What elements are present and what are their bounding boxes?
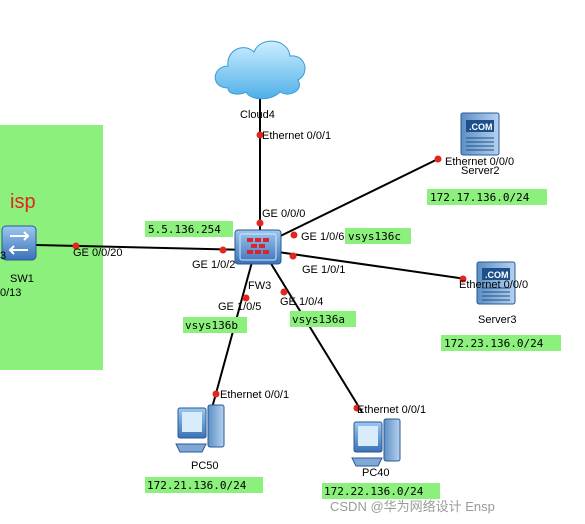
firewall-icon[interactable] bbox=[234, 229, 282, 265]
server3-badge: .COM bbox=[485, 270, 509, 280]
port-dot bbox=[256, 219, 264, 227]
link-sw-fw bbox=[35, 244, 251, 251]
switch-icon[interactable] bbox=[1, 225, 37, 261]
port-label-fw-ge000: GE 0/0/0 bbox=[262, 208, 305, 220]
port-dot bbox=[434, 155, 442, 163]
port-label-server3: Ethernet 0/0/0 bbox=[459, 279, 528, 291]
link-fw-server3 bbox=[263, 249, 467, 280]
port-dot bbox=[256, 131, 264, 139]
tag-net-server2: 172.17.136.0/24 bbox=[427, 189, 547, 205]
tag-net-server2-text: 172.17.136.0/24 bbox=[430, 191, 530, 204]
tag-vsys-b: vsys136b bbox=[183, 317, 247, 333]
port-dot bbox=[242, 294, 250, 302]
watermark: CSDN @华为网络设计 Ensp bbox=[330, 499, 495, 514]
server3-icon[interactable]: .COM bbox=[476, 261, 516, 305]
switch-label: SW1 bbox=[10, 273, 34, 285]
port-dot bbox=[219, 246, 227, 254]
tag-ip-fw-text: 5.5.136.254 bbox=[148, 223, 221, 236]
port-label-sw-ge0020: GE 0/0/20 bbox=[73, 247, 123, 259]
link-fw-server2 bbox=[263, 157, 441, 245]
cloud-label: Cloud4 bbox=[240, 109, 275, 121]
tag-vsys-c: vsys136c bbox=[345, 228, 411, 244]
pc40-icon[interactable] bbox=[351, 418, 401, 467]
port-dot bbox=[212, 390, 220, 398]
port-label-fw-ge101: GE 1/0/1 bbox=[302, 264, 345, 276]
link-fw-pc50 bbox=[211, 261, 253, 409]
tag-net-pc50-text: 172.21.136.0/24 bbox=[147, 479, 247, 492]
port-dot bbox=[459, 275, 467, 283]
cloud-icon[interactable] bbox=[214, 40, 306, 100]
port-label-fw-ge104: GE 1/0/4 bbox=[280, 296, 323, 308]
isp-zone-label: isp bbox=[10, 191, 36, 213]
port-dot bbox=[290, 231, 298, 239]
port-dots bbox=[72, 131, 467, 412]
tag-vsys-a: vsys136a bbox=[290, 311, 356, 327]
port-label-fw-ge105: GE 1/0/5 bbox=[218, 301, 261, 313]
port-dot bbox=[353, 404, 361, 412]
tag-vsys-b-text: vsys136b bbox=[185, 319, 238, 332]
links bbox=[35, 95, 467, 413]
switch-port-left-a: 3 bbox=[0, 250, 6, 262]
port-dot bbox=[289, 252, 297, 260]
port-label-pc50: Ethernet 0/0/1 bbox=[220, 389, 289, 401]
tag-vsys-a-text: vsys136a bbox=[292, 313, 345, 326]
tag-net-pc40-text: 172.22.136.0/24 bbox=[324, 485, 424, 498]
port-dot bbox=[280, 288, 288, 296]
port-dot bbox=[72, 242, 80, 250]
pc50-label: PC50 bbox=[191, 460, 219, 472]
firewall-label: FW3 bbox=[248, 280, 271, 292]
tag-net-pc40: 172.22.136.0/24 bbox=[322, 483, 440, 499]
port-label-fw-ge102: GE 1/0/2 bbox=[192, 259, 235, 271]
server2-icon[interactable]: .COM bbox=[460, 112, 500, 156]
pc50-icon[interactable] bbox=[175, 404, 225, 453]
tag-net-pc50: 172.21.136.0/24 bbox=[145, 477, 263, 493]
server2-badge: .COM bbox=[469, 122, 493, 132]
port-label-fw-ge106: GE 1/0/6 bbox=[301, 231, 344, 243]
port-label-server2: Ethernet 0/0/0 bbox=[445, 156, 514, 168]
tag-net-server3-text: 172.23.136.0/24 bbox=[444, 337, 544, 350]
link-fw-pc40 bbox=[269, 261, 363, 413]
pc40-label: PC40 bbox=[362, 467, 390, 479]
port-label-cloud: Ethernet 0/0/1 bbox=[262, 130, 331, 142]
tag-ip-fw: 5.5.136.254 bbox=[145, 221, 233, 237]
tag-net-server3: 172.23.136.0/24 bbox=[441, 335, 561, 351]
server2-label: Server2 bbox=[461, 165, 500, 177]
port-label-pc40: Ethernet 0/0/1 bbox=[357, 404, 426, 416]
switch-port-left-b: 0/13 bbox=[0, 287, 21, 299]
tag-vsys-c-text: vsys136c bbox=[348, 230, 401, 243]
server3-label: Server3 bbox=[478, 314, 517, 326]
